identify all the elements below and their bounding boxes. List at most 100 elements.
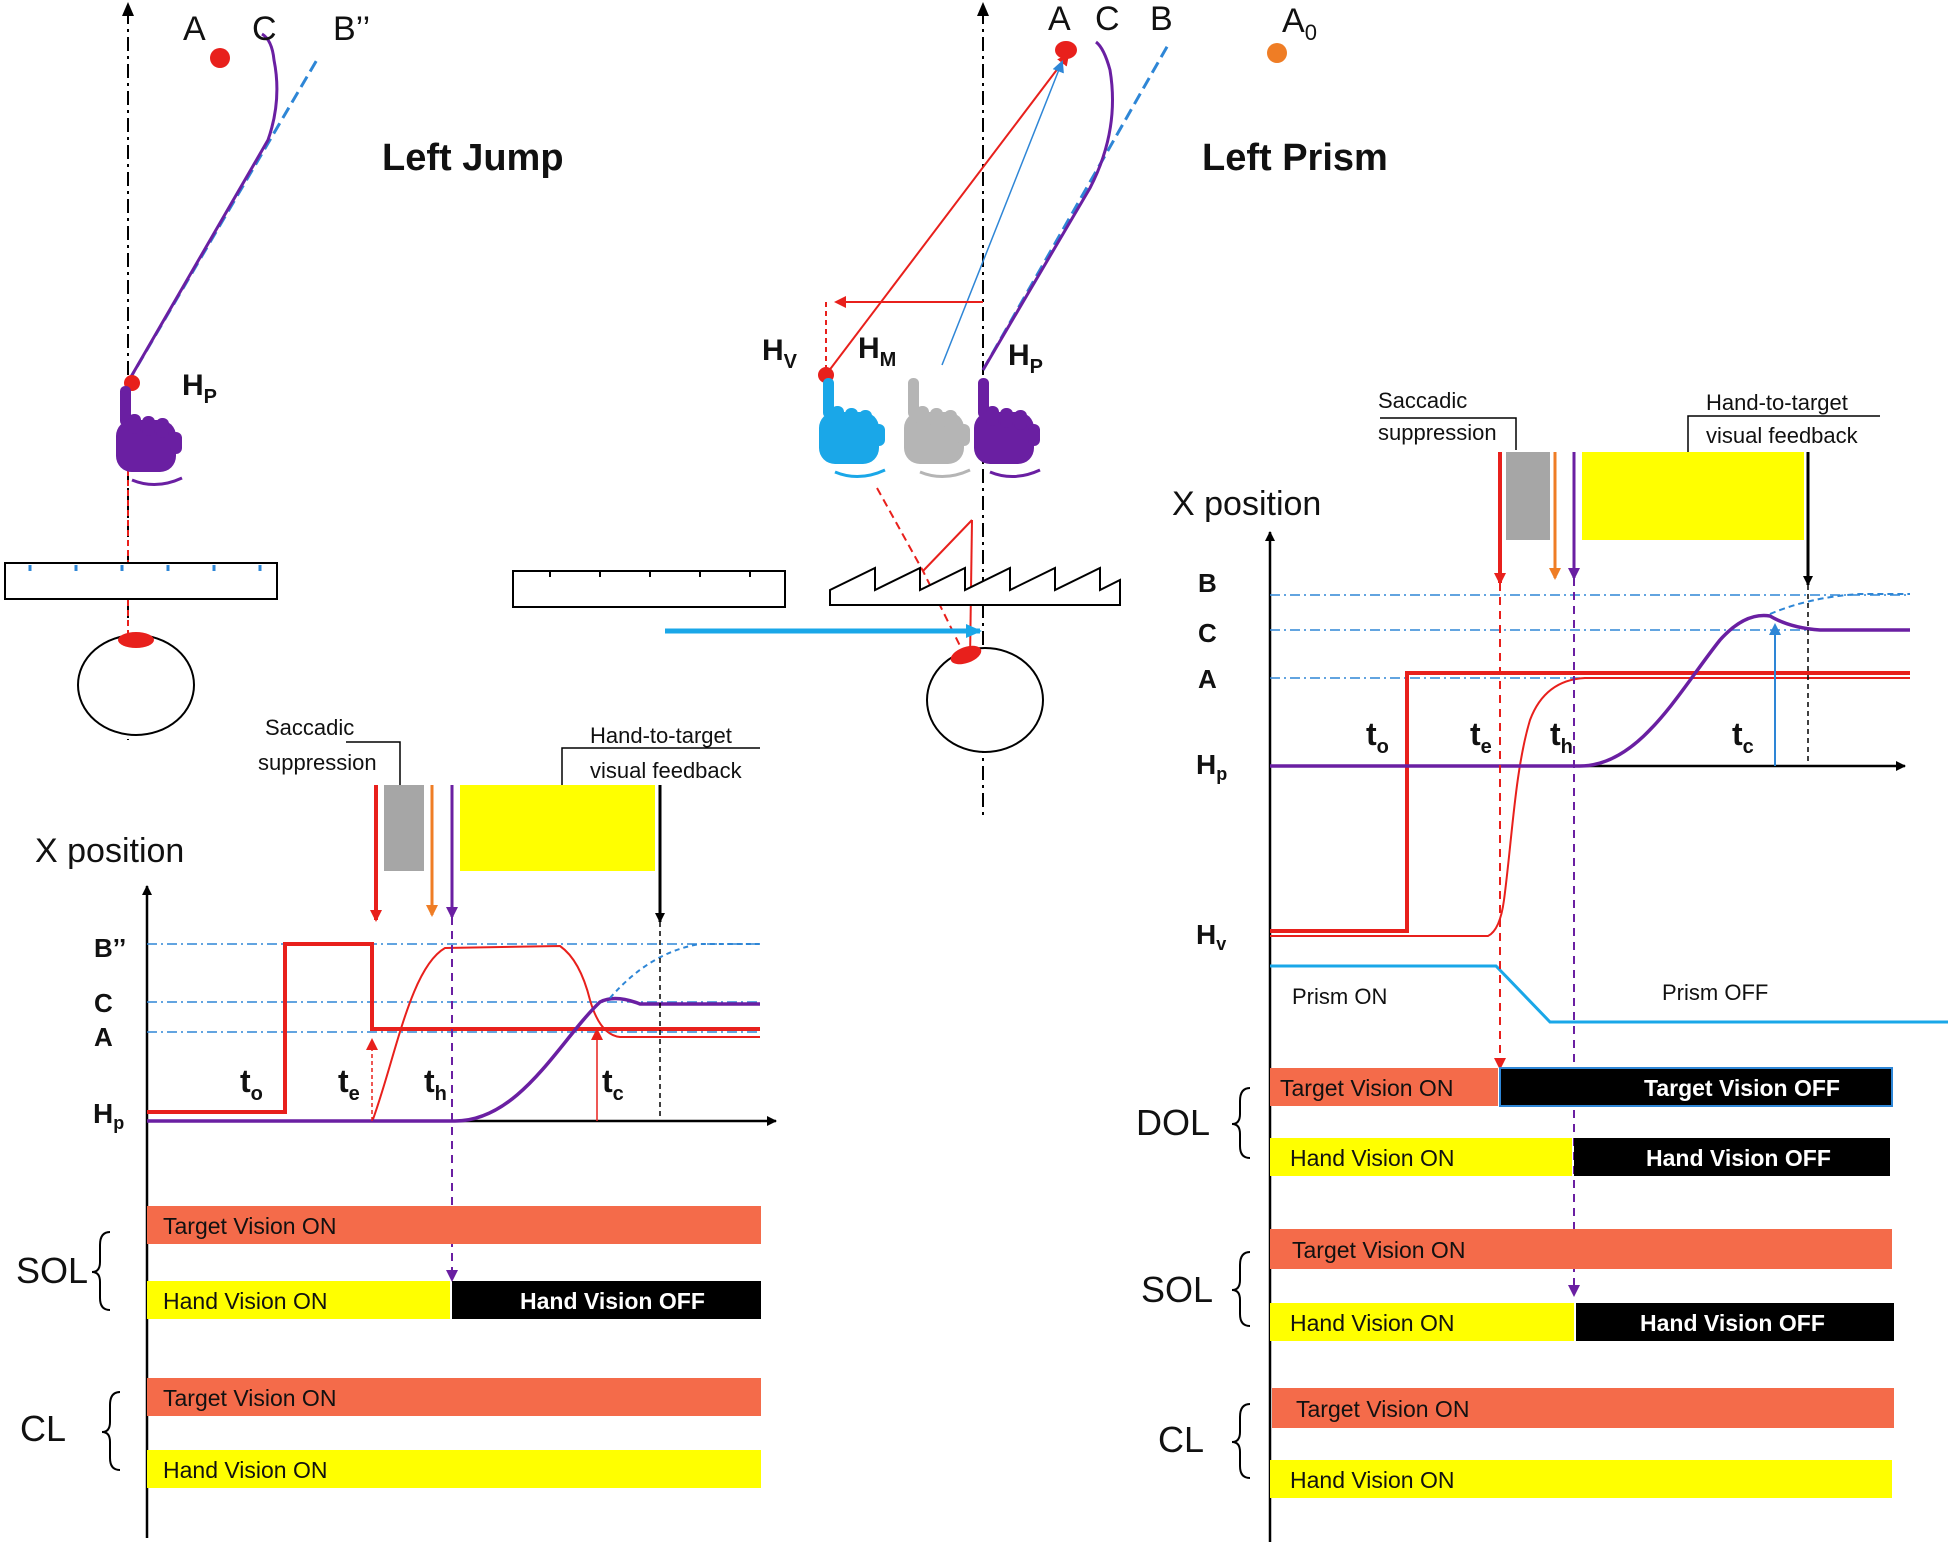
sol-hand-on-bar	[147, 1281, 450, 1319]
eye-circle-icon	[926, 647, 1044, 753]
sol-hand-on-bar	[1270, 1303, 1574, 1341]
label-c: C	[252, 10, 277, 48]
y-label-hp: Hp	[93, 1098, 124, 1133]
cl-condition: CL Target Vision ON Hand Vision ON	[20, 1378, 761, 1488]
sol-condition: SOL Target Vision ON Hand Vision ON Hand…	[16, 1206, 761, 1319]
screen-ticks	[28, 565, 262, 571]
y-label-b: B	[1198, 568, 1217, 598]
label-hm: HM	[858, 332, 896, 371]
saccadic-line-1: Saccadic	[1378, 388, 1467, 413]
y-label-b2: B’’	[94, 933, 126, 963]
label-b: B	[1150, 0, 1173, 38]
dol-condition: DOL Target Vision ON Target Vision OFF H…	[1136, 1067, 1893, 1176]
pointing-hand-purple-icon	[974, 378, 1041, 478]
sol-target-on-text: Target Vision ON	[163, 1213, 336, 1239]
saccadic-line-1: Saccadic	[265, 715, 354, 740]
cl-target-on-text: Target Vision ON	[1296, 1396, 1469, 1422]
dol-hand-on-bar	[1270, 1138, 1572, 1176]
pointing-hand-gray-icon	[904, 378, 971, 478]
y-label-c: C	[1198, 618, 1217, 648]
t-label-to: to	[240, 1063, 263, 1105]
saccadic-line-2: suppression	[258, 750, 377, 775]
prism-off-label: Prism OFF	[1662, 980, 1768, 1005]
saccadic-box	[1506, 452, 1550, 540]
gaze-trace	[1270, 677, 1910, 937]
cornea-dot	[950, 645, 982, 665]
dol-target-on-text: Target Vision ON	[1280, 1075, 1453, 1101]
cl-target-on-bar	[1272, 1388, 1894, 1428]
dol-hand-off-bar	[1574, 1138, 1890, 1176]
sol-hand-off-bar	[1576, 1303, 1894, 1341]
prism-sawtooth	[829, 566, 1121, 606]
y-label-hv: Hv	[1196, 919, 1226, 954]
condition-label-cl: CL	[1158, 1419, 1204, 1460]
label-c: C	[1095, 0, 1120, 38]
sol-hand-off-bar	[452, 1281, 761, 1319]
cl-hand-on-bar	[1270, 1460, 1892, 1498]
y-label-c: C	[94, 988, 113, 1018]
saccadic-box	[384, 785, 424, 871]
prism-trace	[1270, 964, 1948, 1024]
sol-target-on-bar	[1270, 1229, 1892, 1269]
dol-target-off-bar	[1499, 1067, 1893, 1107]
target-trace	[147, 942, 760, 1114]
condition-label-sol: SOL	[1141, 1269, 1213, 1310]
eye-circle-icon	[77, 634, 195, 736]
feedback-line-2: visual feedback	[590, 758, 743, 783]
brace	[1231, 1403, 1251, 1479]
target-a0-dot	[1267, 43, 1287, 63]
midline-arrowhead	[977, 2, 989, 16]
saccadic-line-2: suppression	[1378, 420, 1497, 445]
target-a-dot	[1055, 41, 1077, 59]
brace	[1231, 1251, 1251, 1327]
title-left-jump: Left Jump	[382, 137, 564, 179]
left-jump-schematic: A C B’’ Left Jump HP	[4, 2, 564, 740]
screen-panel	[4, 562, 278, 600]
t-label-te: te	[338, 1063, 360, 1105]
t-label-te: te	[1470, 716, 1492, 758]
sol-hand-on-text: Hand Vision ON	[163, 1288, 328, 1314]
midline-arrowhead	[122, 2, 134, 16]
screen-ticks	[549, 571, 751, 577]
refracted-ray	[922, 519, 973, 572]
prism-on-label: Prism ON	[1292, 984, 1387, 1009]
brace	[101, 1391, 121, 1471]
hand-path	[126, 32, 279, 383]
pointing-hand-purple-icon	[116, 386, 183, 486]
ref-lines	[147, 943, 760, 1033]
y-label-hp: Hp	[1196, 749, 1227, 784]
brace	[1231, 1087, 1251, 1159]
b2-trace	[609, 943, 760, 999]
title-left-prism: Left Prism	[1202, 137, 1388, 179]
ref-lines	[1270, 594, 1910, 679]
y-label-a: A	[94, 1022, 113, 1052]
hand-trace	[147, 996, 760, 1123]
cl-target-on-text: Target Vision ON	[163, 1385, 336, 1411]
saccadic-label: Saccadic suppression	[1378, 388, 1497, 445]
hand-path	[981, 40, 1114, 371]
hand-trace	[1270, 613, 1910, 768]
motor-vector	[941, 60, 1064, 366]
target-a-dot	[210, 48, 230, 68]
condition-label-cl: CL	[20, 1408, 66, 1449]
visual-vector	[827, 53, 1070, 373]
sol-target-on-text: Target Vision ON	[1292, 1237, 1465, 1263]
t-label-tc: tc	[602, 1063, 624, 1105]
dol-hand-off-text: Hand Vision OFF	[1646, 1145, 1831, 1171]
saccadic-label: Saccadic suppression	[258, 715, 377, 775]
feedback-box	[1582, 452, 1804, 540]
sol-condition: SOL Target Vision ON Hand Vision ON Hand…	[1141, 1229, 1894, 1341]
saccadic-leader	[1380, 417, 1517, 450]
brace	[91, 1231, 111, 1311]
b-trace	[1769, 593, 1910, 615]
label-hv: HV	[762, 334, 798, 373]
target-trace	[1270, 671, 1910, 933]
sol-hand-on-text: Hand Vision ON	[1290, 1310, 1455, 1336]
y-label-a: A	[1198, 664, 1217, 694]
sol-hand-off-text: Hand Vision OFF	[520, 1288, 705, 1314]
feedback-box	[460, 785, 655, 871]
label-hp: HP	[182, 369, 217, 408]
feedback-line-1: Hand-to-target	[1706, 390, 1848, 415]
